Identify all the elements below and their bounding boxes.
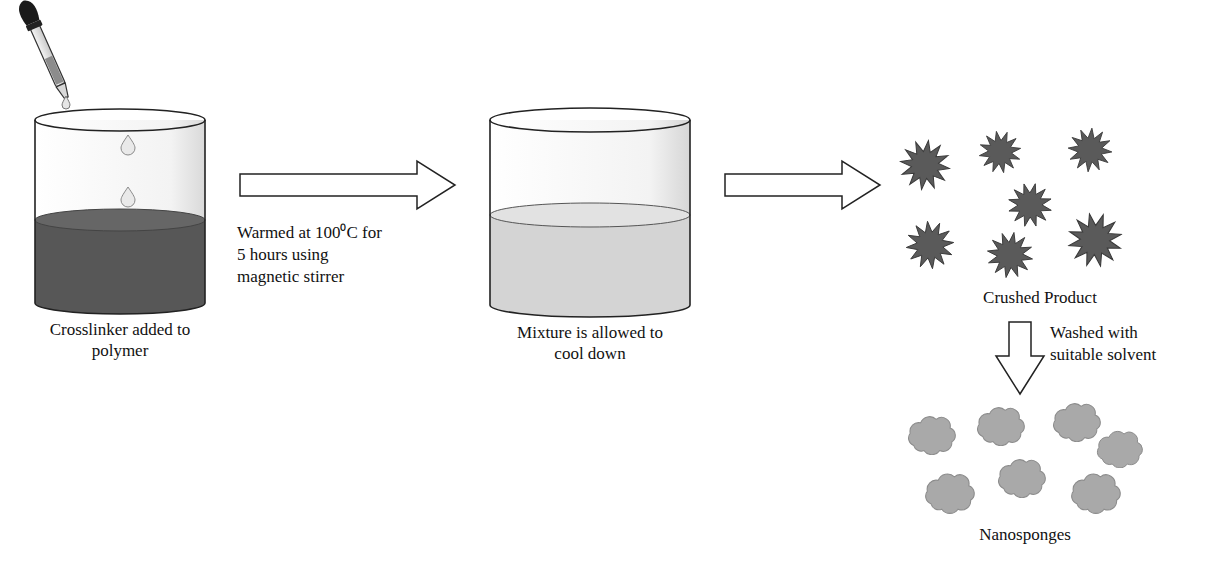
step-label: Crosslinker added to polymer [38,319,203,361]
sponge-particle [926,474,975,513]
particle [897,137,953,193]
beaker-illustration [465,95,715,320]
sponge-particle [1097,431,1142,468]
block-arrow [996,322,1044,394]
particle [904,219,956,271]
particle [984,229,1037,282]
sponge-particle [978,408,1025,446]
particle [1003,178,1056,231]
particle [1063,208,1126,271]
particle [976,128,1025,177]
sponge-particle [1054,404,1101,442]
process-step: Nanosponges [900,400,1150,551]
step-label: Mixture is allowed to cool down [515,322,665,364]
process-step: Crosslinker added to polymer [10,5,230,367]
beaker-illustration [10,5,230,317]
particle [1066,126,1113,173]
dropper [15,0,74,109]
nanosponge-particles [900,400,1150,522]
process-step: Crushed Product [890,120,1190,314]
block-arrow [240,161,455,209]
sponge-particle [909,417,956,455]
crushed-particles [890,120,1190,285]
sponge-particle [1072,474,1121,513]
arrow-label: Washed with suitable solvent [1050,322,1178,366]
step-label: Nanosponges [915,524,1135,545]
step-label: Crushed Product [930,287,1150,308]
sponge-particle [999,460,1046,498]
arrow-label: Warmed at 100⁰C for 5 hours using magnet… [237,222,382,288]
process-step: Mixture is allowed to cool down [465,95,715,370]
block-arrow [725,161,880,209]
